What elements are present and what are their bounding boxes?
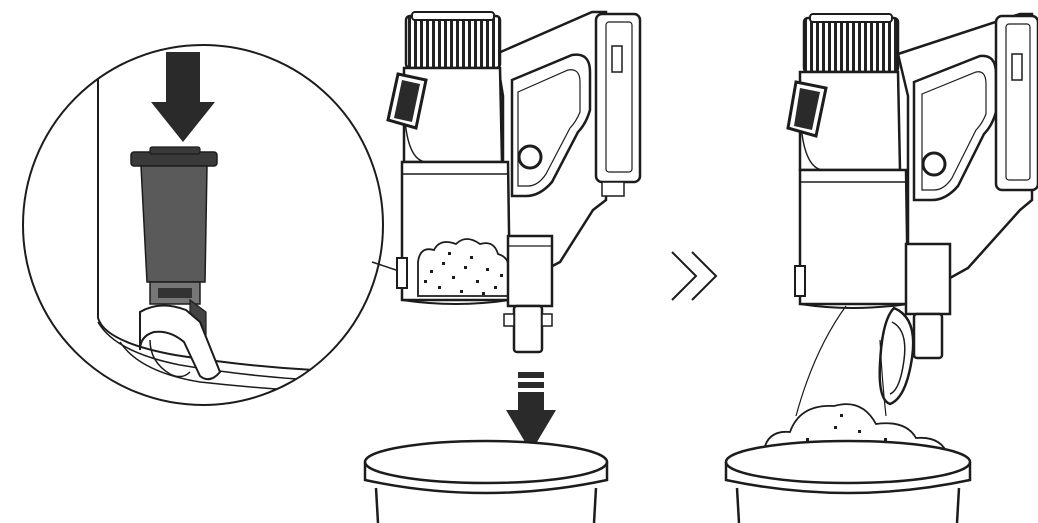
battery-pack <box>596 14 640 182</box>
vacuum-step-1 <box>388 12 640 352</box>
power-button <box>519 146 541 168</box>
detail-callout <box>23 40 402 405</box>
double-chevron-right-icon <box>672 252 716 300</box>
trash-can-step-1 <box>365 441 607 523</box>
intake-tube <box>906 244 950 314</box>
battery-pack <box>996 16 1038 190</box>
empty-down-arrow-icon <box>506 372 556 452</box>
dust-stream-line <box>796 306 846 416</box>
motor-cap <box>406 16 500 68</box>
nozzle <box>514 306 542 352</box>
open-bin-lid <box>880 308 913 404</box>
nozzle <box>914 314 942 358</box>
dust-bin <box>800 170 908 304</box>
vacuum-step-2 <box>764 14 1038 463</box>
motor-cap <box>804 18 898 72</box>
power-button <box>923 153 945 175</box>
trash-can-step-2 <box>726 441 970 523</box>
